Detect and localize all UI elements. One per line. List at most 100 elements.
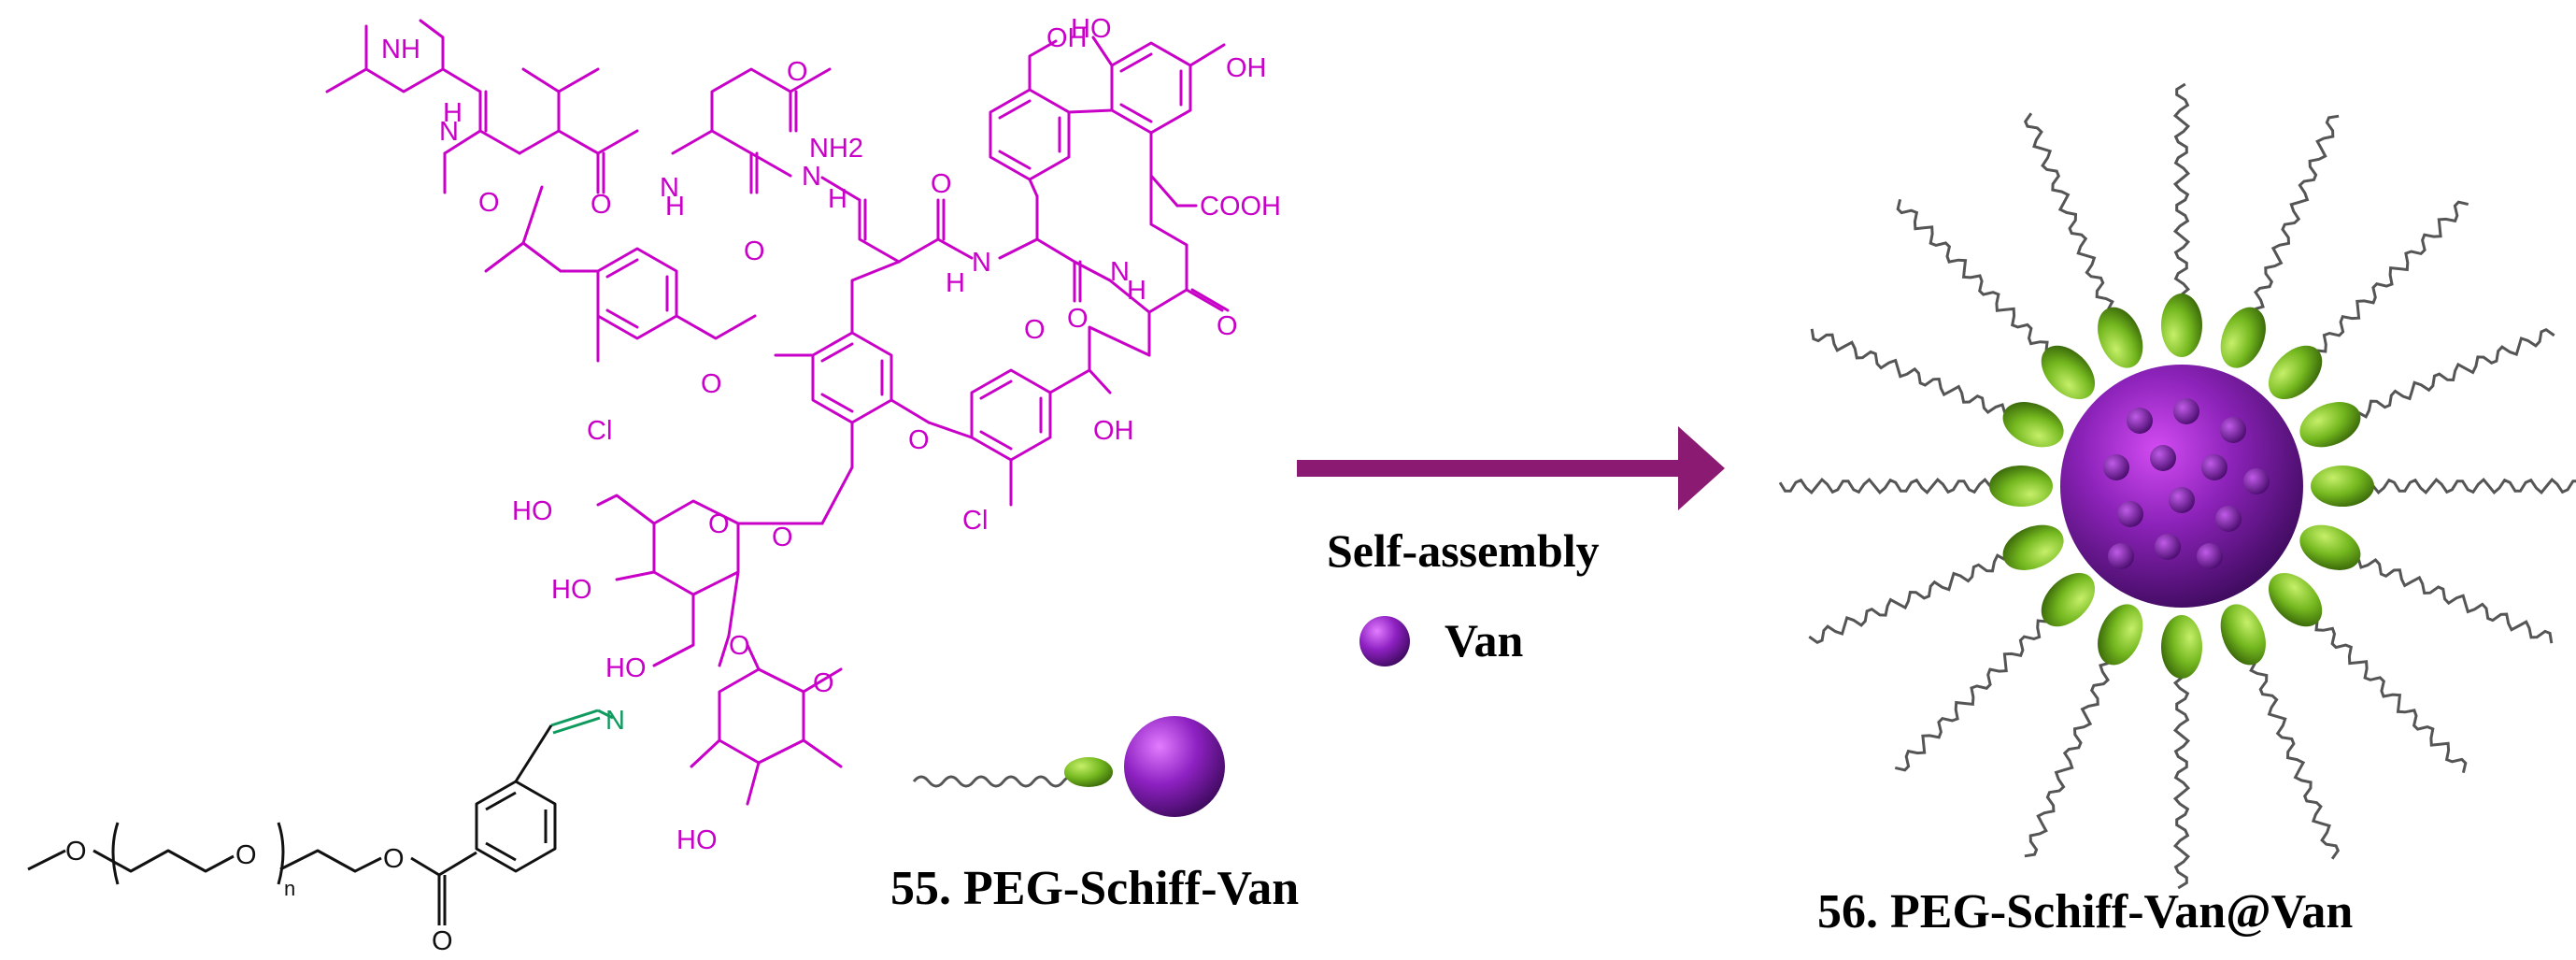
- atom-label: O: [591, 190, 612, 220]
- peg-chain: [2357, 327, 2555, 419]
- atom-label: N: [439, 117, 459, 147]
- loaded-van-particle: [2155, 534, 2181, 560]
- van-legend-icon: [1359, 616, 1410, 666]
- shell-segment: [2299, 402, 2361, 448]
- loaded-van-particle: [2150, 445, 2176, 471]
- atom-label: O: [744, 236, 765, 266]
- atom-label: O: [1024, 315, 1046, 345]
- shell-segment: [2268, 572, 2323, 627]
- shell-segment: [2041, 345, 2096, 400]
- atom-label: N: [802, 162, 821, 192]
- micelle-label: 56. PEG-Schiff-Van@Van: [1817, 885, 2353, 939]
- loaded-van-particle: [2169, 487, 2195, 513]
- loaded-van-particle: [2197, 543, 2223, 569]
- atom-label: O: [701, 369, 722, 399]
- atom-label: O: [813, 668, 834, 698]
- shell-segment: [2002, 402, 2064, 448]
- shell-segment: [2098, 307, 2143, 368]
- peg-chain: [2172, 82, 2191, 296]
- atom-label: N: [1110, 257, 1130, 287]
- atom-label: O: [787, 57, 808, 87]
- shell-segment: [2041, 572, 2096, 627]
- loaded-van-particle: [2220, 417, 2246, 443]
- legend-label: Van: [1445, 614, 1524, 666]
- peg-chain: [2172, 676, 2191, 890]
- shell-segment: [2002, 524, 2064, 570]
- shell-segment: [2220, 604, 2266, 666]
- atom-label: O: [478, 188, 500, 218]
- atom-labels: NH N H O O O NH2 N H N H O O N H O N H O…: [65, 14, 1281, 956]
- shell-segment: [2299, 524, 2361, 570]
- micelle: [1778, 82, 2576, 890]
- atom-label: O: [772, 523, 793, 552]
- atom-label: N: [605, 706, 625, 736]
- schiff-base-linker: [550, 709, 614, 735]
- atom-label: OH: [1226, 53, 1267, 83]
- atom-label: NH: [381, 35, 420, 64]
- shell-segment: [2311, 466, 2374, 507]
- atom-label: HO: [551, 575, 592, 605]
- loaded-van-particle: [2117, 501, 2143, 527]
- atom-label: n: [284, 877, 295, 900]
- atom-label: HO: [512, 496, 553, 526]
- peg-chain: [1808, 553, 2006, 645]
- loaded-van-particle: [2243, 468, 2270, 494]
- peg-chain: [2023, 112, 2114, 310]
- peg-benzoate: [27, 724, 557, 925]
- atom-label: O: [1217, 311, 1238, 341]
- atom-label: O: [235, 840, 257, 870]
- atom-label: OH: [1093, 416, 1134, 446]
- polymer-label: 55. PEG-Schiff-Van: [890, 862, 1299, 915]
- shell-segment: [2161, 294, 2202, 357]
- loaded-van-particle: [2215, 506, 2242, 532]
- peg-chain: [1810, 328, 2007, 414]
- atom-label: O: [908, 425, 930, 455]
- atom-label: H: [1127, 276, 1146, 306]
- atom-label: O: [65, 837, 87, 867]
- atom-label: O: [708, 509, 730, 539]
- vancomycin-structure: [325, 19, 1230, 806]
- atom-label: Cl: [962, 506, 988, 536]
- atom-label: OH: [1046, 23, 1088, 53]
- atom-label: H: [828, 184, 847, 214]
- atom-label: O: [432, 926, 453, 956]
- atom-label: H: [665, 192, 685, 222]
- peg-chain: [2024, 661, 2110, 858]
- loaded-van-particle: [2127, 408, 2153, 434]
- shell-segment: [1989, 466, 2053, 507]
- atom-label: O: [1067, 304, 1089, 334]
- atom-label: O: [931, 169, 952, 199]
- peg-chain: [2356, 558, 2554, 644]
- atom-label: H: [443, 98, 463, 128]
- peg-schiff-van-unit: [912, 716, 1225, 817]
- shell-segment: [2098, 604, 2143, 666]
- shell-segment: [2161, 615, 2202, 679]
- loaded-van-particle: [2108, 543, 2134, 569]
- arrow-label: Self-assembly: [1327, 524, 1600, 577]
- shell-segment: [2220, 307, 2266, 368]
- peg-chain: [1778, 477, 1992, 495]
- atom-label: HO: [605, 653, 647, 683]
- peg-chain: [1894, 619, 2047, 772]
- loaded-van-particle: [2201, 454, 2227, 480]
- atom-label: N: [972, 248, 991, 278]
- loaded-van-particle: [2103, 454, 2129, 480]
- peg-chain: [2371, 477, 2576, 495]
- atom-label: NH2: [809, 134, 863, 164]
- shell-segment: [2268, 345, 2323, 400]
- atom-label: O: [729, 631, 750, 661]
- loaded-van-particle: [2173, 398, 2199, 424]
- atom-label: N: [660, 173, 679, 203]
- atom-label: HO: [676, 825, 718, 855]
- atom-label: O: [383, 844, 405, 874]
- peg-chain: [2316, 200, 2469, 353]
- atom-label: H: [946, 268, 965, 298]
- peg-chain: [2314, 621, 2468, 774]
- atom-label: COOH: [1200, 192, 1281, 222]
- self-assembly-arrow: [1297, 426, 1725, 510]
- atom-label: Cl: [587, 416, 612, 446]
- peg-chain: [2254, 114, 2340, 311]
- peg-chain: [2249, 662, 2341, 860]
- atom-label: HO: [1071, 14, 1112, 44]
